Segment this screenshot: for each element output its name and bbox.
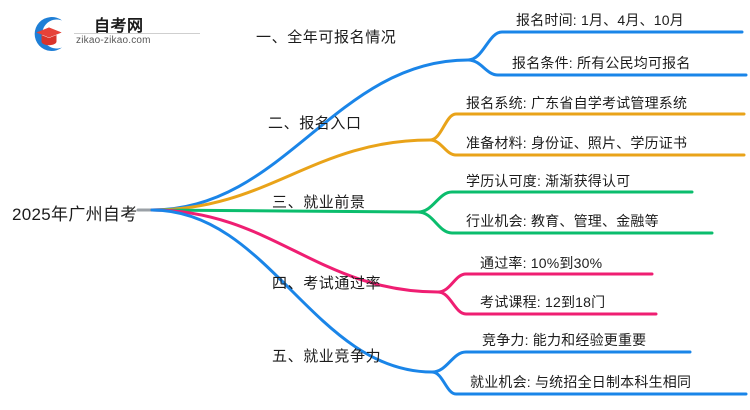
leaf-2-1-label[interactable]: 报名系统: 广东省自学考试管理系统 bbox=[466, 95, 688, 111]
leaf-3-1-label[interactable]: 学历认可度: 渐渐获得认可 bbox=[466, 173, 631, 189]
leaf-1-2-edge bbox=[466, 58, 748, 77]
site-logo: 自考网 zikao-zikao.com bbox=[28, 10, 203, 56]
leaf-3-2-label[interactable]: 行业机会: 教育、管理、金融等 bbox=[466, 213, 659, 229]
branch-1-edge bbox=[150, 58, 470, 212]
branch-3-label[interactable]: 三、就业前景 bbox=[272, 194, 366, 211]
branch-4-label[interactable]: 四、考试通过率 bbox=[272, 275, 382, 292]
branch-2-edge bbox=[150, 138, 432, 212]
leaf-4-1-edge bbox=[436, 272, 654, 294]
leaf-1-2-label[interactable]: 报名条件: 所有公民均可报名 bbox=[512, 55, 691, 71]
leaf-2-2-label[interactable]: 准备材料: 身份证、照片、学历证书 bbox=[466, 135, 688, 151]
branch-5-label[interactable]: 五、就业竞争力 bbox=[272, 348, 382, 365]
leaf-1-1-edge bbox=[466, 30, 744, 62]
leaf-3-2-edge bbox=[416, 210, 714, 235]
branch-4-edge bbox=[150, 208, 440, 294]
graduation-cap-icon bbox=[28, 13, 70, 55]
logo-domain: zikao-zikao.com bbox=[76, 35, 151, 46]
leaf-4-2-edge bbox=[436, 290, 658, 316]
leaf-4-2-label[interactable]: 考试课程: 12到18门 bbox=[480, 294, 606, 310]
branch-1-label[interactable]: 一、全年可报名情况 bbox=[256, 29, 397, 46]
logo-wordmark: 自考网 zikao-zikao.com bbox=[74, 12, 202, 54]
branch-2-label[interactable]: 二、报名入口 bbox=[268, 115, 362, 132]
leaf-1-1-label[interactable]: 报名时间: 1月、4月、10月 bbox=[516, 12, 684, 28]
logo-divider bbox=[74, 33, 200, 34]
branch-5-edge bbox=[150, 208, 434, 374]
leaf-3-1-edge bbox=[416, 190, 694, 214]
leaf-2-2-edge bbox=[428, 138, 746, 157]
branch-3-edge bbox=[150, 208, 420, 214]
logo-title: 自考网 bbox=[94, 18, 144, 35]
leaf-4-1-label[interactable]: 通过率: 10%到30% bbox=[480, 255, 603, 271]
leaf-5-1-label[interactable]: 竞争力: 能力和经验更重要 bbox=[482, 332, 647, 348]
root-label[interactable]: 2025年广州自考 bbox=[12, 205, 138, 224]
leaf-5-2-edge bbox=[430, 370, 748, 396]
leaf-5-2-label[interactable]: 就业机会: 与统招全日制本科生相同 bbox=[470, 374, 692, 390]
leaf-5-1-edge bbox=[430, 350, 692, 374]
